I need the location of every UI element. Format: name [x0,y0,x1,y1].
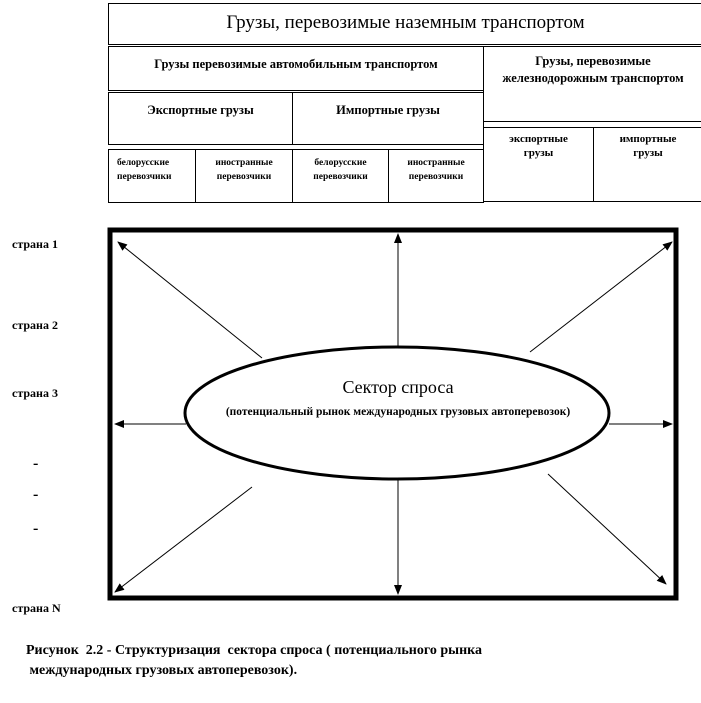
figure-caption: Рисунок 2.2 - Структуризация сектора спр… [26,641,482,681]
arrow-bottom-right [547,473,667,585]
carrier-box: белорусские перевозчики [108,149,196,203]
country-label: страна 3 [12,386,58,400]
carrier-box: белорусские перевозчики [292,149,389,203]
rail-cargo-box: Грузы, перевозимые железнодорожным транс… [483,46,701,122]
ellipsis-dot: - [33,520,39,537]
auto-import-label: Импортные грузы [336,103,440,117]
arrow-top-right [529,241,673,353]
carrier-label: белорусские перевозчики [117,158,172,182]
market-frame [107,227,679,601]
auto-export-box: Экспортные грузы [108,92,293,145]
arrow-top-left [117,241,263,359]
ellipsis-dot: - [33,455,39,472]
rail-export-box: экспортные грузы [483,127,594,202]
ground-cargo-title: Грузы, перевозимые наземным транспортом [226,12,585,33]
ground-cargo-box: Грузы, перевозимые наземным транспортом [108,3,701,45]
demand-sector-title: Сектор спроса [342,377,454,397]
carrier-label: белорусские перевозчики [313,158,368,182]
auto-import-box: Импортные грузы [292,92,484,145]
rail-export-label: экспортные грузы [509,133,568,159]
rail-import-box: импортные грузы [593,127,701,202]
rail-import-label: импортные грузы [619,133,677,159]
auto-cargo-title: Грузы перевозимые автомобильным транспор… [154,57,438,71]
caption-line: Рисунок 2.2 - Структуризация сектора спр… [26,643,482,658]
caption-line: международных грузовых автоперевозок). [26,663,298,678]
demand-sector-subtitle: (потенциальный рынок международных грузо… [225,406,571,418]
auto-export-label: Экспортные грузы [147,103,254,117]
carrier-box: иностранные перевозчики [195,149,293,203]
country-label: страна 2 [12,318,58,332]
carrier-label: иностранные перевозчики [215,158,273,182]
demand-sector-ellipse [183,345,611,481]
auto-cargo-box: Грузы перевозимые автомобильным транспор… [108,46,484,91]
ellipsis-dot: - [33,486,39,503]
country-label: страна N [12,601,61,615]
carrier-label: иностранные перевозчики [407,158,465,182]
rail-cargo-title: Грузы, перевозимые железнодорожным транс… [502,54,684,85]
carrier-box: иностранные перевозчики [388,149,484,203]
country-label: страна 1 [12,237,58,251]
arrow-bottom-left [114,486,253,593]
